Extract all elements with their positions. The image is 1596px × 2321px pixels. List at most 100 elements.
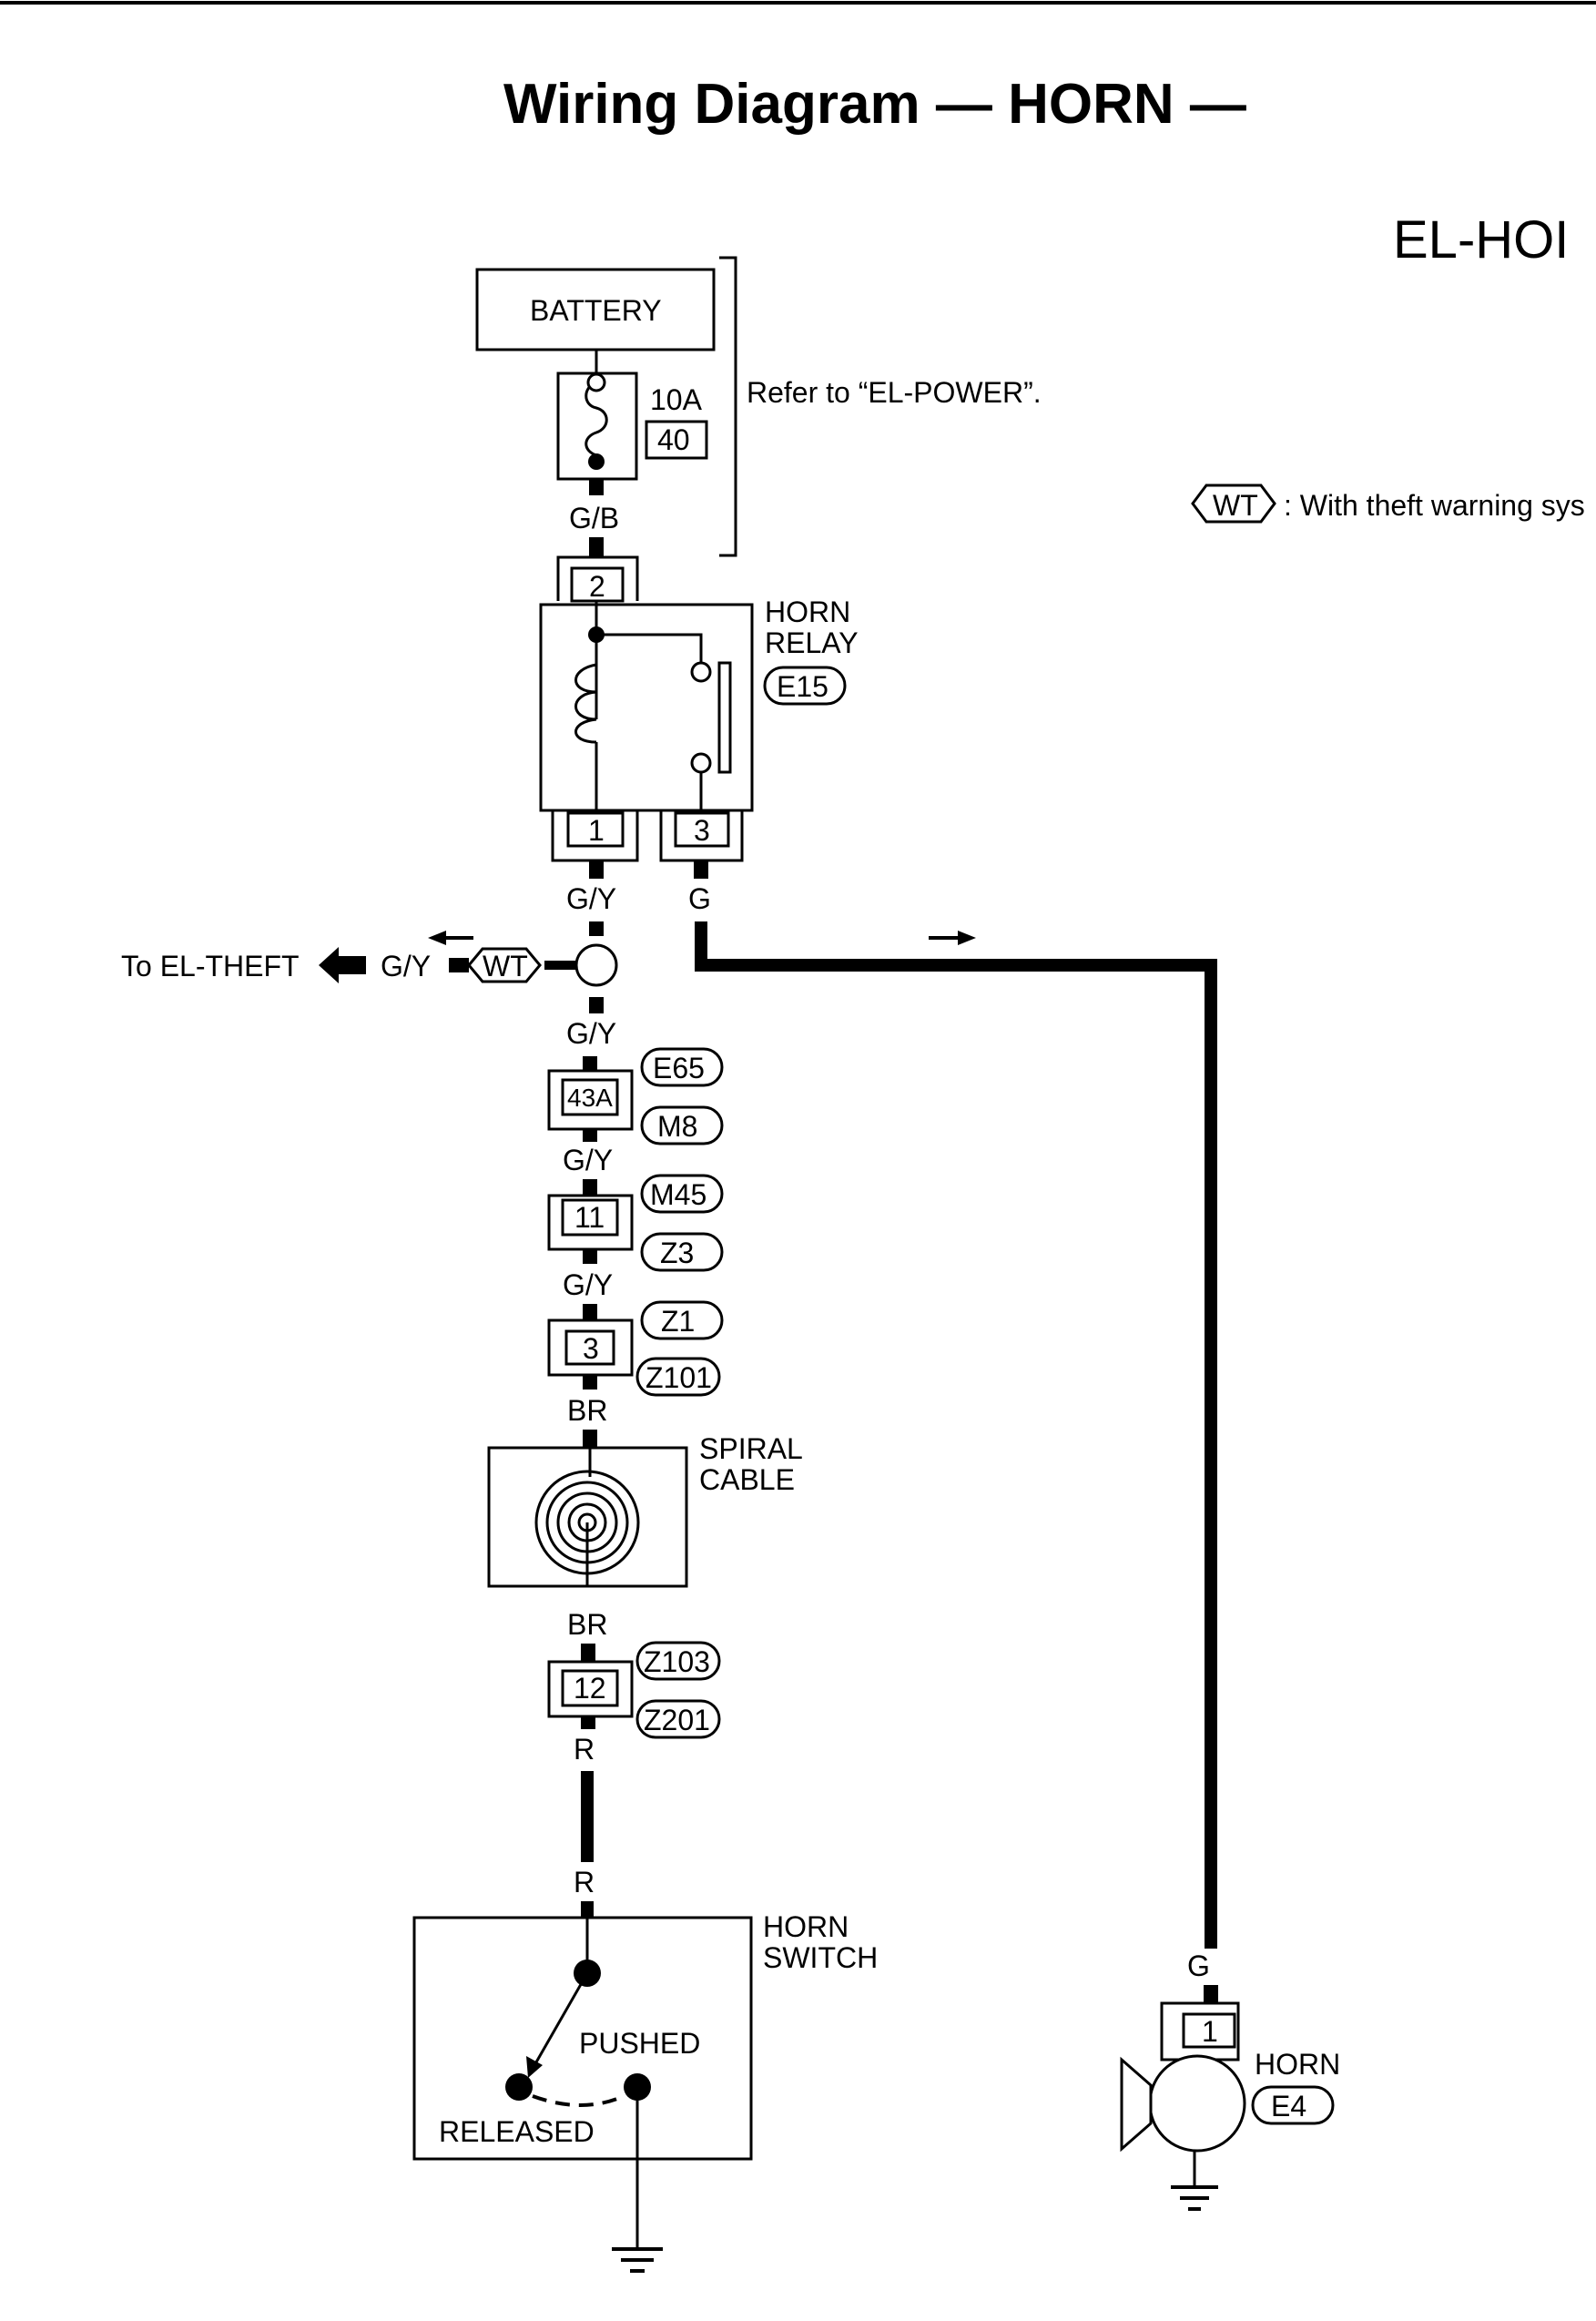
c3-pin-box bbox=[564, 1329, 615, 1366]
c2-pin-box bbox=[561, 1198, 619, 1237]
battery-label: BATTERY bbox=[530, 294, 662, 327]
terminal-relay-in bbox=[589, 537, 604, 557]
terminal-relay-pin3 bbox=[694, 860, 708, 879]
c2-upper: M45 bbox=[650, 1178, 707, 1211]
wt-theft-symbol-text: WT bbox=[483, 950, 528, 982]
wire-g-to-horn bbox=[695, 921, 1217, 1949]
ground-icon bbox=[612, 2247, 663, 2273]
relay-contact-top bbox=[690, 661, 712, 683]
c1-lower-oval bbox=[640, 1105, 724, 1145]
c2-pin: 11 bbox=[574, 1201, 605, 1234]
wire-label-gy4: G/Y bbox=[563, 1268, 613, 1301]
c3-upper-oval bbox=[640, 1300, 724, 1340]
relay-contact-bottom bbox=[690, 752, 712, 774]
page-title: Wiring Diagram — HORN — bbox=[503, 73, 1246, 136]
wt-theft-symbol bbox=[467, 947, 542, 983]
relay-pin-top: 2 bbox=[589, 570, 605, 603]
c2-upper-oval bbox=[640, 1174, 724, 1214]
fuse-number: 40 bbox=[657, 423, 690, 456]
terminal-relay-pin1 bbox=[589, 860, 604, 879]
wire-label-gb: G/B bbox=[569, 502, 619, 534]
relay-contact-wire bbox=[596, 633, 703, 665]
terminal-c1-top bbox=[583, 1056, 597, 1071]
theft-label: To EL-THEFT bbox=[121, 950, 300, 982]
c3-lower: Z101 bbox=[646, 1361, 712, 1394]
relay-coil-icon bbox=[574, 663, 597, 744]
legend-text: : With theft warning sys bbox=[1284, 489, 1585, 522]
fuse-rating: 10A bbox=[650, 383, 703, 416]
wire-label-br2: BR bbox=[567, 1608, 607, 1641]
fuse-terminal-top bbox=[586, 372, 606, 392]
terminal-c2-top bbox=[583, 1179, 597, 1196]
switch-lever-arrow bbox=[526, 2056, 543, 2078]
horn-relay-name-1: HORN bbox=[765, 596, 850, 628]
c4-pin-box bbox=[561, 1669, 619, 1707]
power-note: Refer to “EL-POWER”. bbox=[747, 376, 1042, 409]
c1-lower: M8 bbox=[657, 1110, 697, 1143]
c3-lower-oval bbox=[635, 1357, 721, 1397]
relay-pin-right-box bbox=[674, 811, 730, 848]
horn-connector-bracket-bottom bbox=[1160, 2026, 1240, 2061]
power-bracket bbox=[719, 256, 737, 557]
horn-pin-box bbox=[1182, 2012, 1236, 2049]
c1-pin: 43A bbox=[567, 1084, 613, 1112]
fuse-icon bbox=[585, 373, 608, 462]
terminal-switch-top bbox=[581, 1901, 594, 1918]
wire-label-r1: R bbox=[574, 1733, 595, 1766]
terminal-horn bbox=[1204, 1985, 1218, 2003]
wire-label-gy3: G/Y bbox=[563, 1144, 613, 1176]
fuse-number-box bbox=[645, 420, 708, 460]
horn-icon bbox=[1148, 2054, 1246, 2153]
horn-switch-pushed: PUSHED bbox=[579, 2027, 700, 2060]
relay-pin-left: 1 bbox=[588, 814, 605, 847]
terminal-splice-below bbox=[589, 997, 604, 1013]
terminal-c3-bottom bbox=[583, 1375, 597, 1390]
section-code: EL-HOI bbox=[1393, 210, 1569, 270]
c2-lower-oval bbox=[640, 1232, 724, 1272]
horn-bell-icon bbox=[1120, 2056, 1153, 2153]
horn-relay-connector: E15 bbox=[777, 670, 828, 703]
horn-connector-bracket bbox=[1160, 2001, 1240, 2040]
wire-label-br1: BR bbox=[567, 1394, 607, 1427]
c2-lower: Z3 bbox=[660, 1237, 694, 1269]
arrow-right-head bbox=[958, 931, 976, 945]
horn-switch-name-1: HORN bbox=[763, 1910, 849, 1943]
switch-lever bbox=[532, 1972, 589, 2068]
terminal-fuse bbox=[589, 479, 604, 495]
c3-upper: Z1 bbox=[661, 1305, 695, 1338]
relay-pin-left-box bbox=[566, 811, 625, 848]
terminal-c3-top bbox=[583, 1304, 597, 1320]
terminal-c1-bottom bbox=[583, 1129, 597, 1142]
relay-connector-top bbox=[556, 555, 639, 601]
legend: WT : With theft warning sys bbox=[1191, 484, 1585, 524]
wt-legend-symbol bbox=[1191, 484, 1276, 524]
wire-label-gy1: G/Y bbox=[566, 882, 616, 915]
wt-legend-symbol-text: WT bbox=[1213, 489, 1258, 522]
c4-upper-oval bbox=[635, 1641, 721, 1681]
horn-relay-connector-oval bbox=[763, 666, 847, 706]
relay-pin-right: 3 bbox=[694, 814, 710, 847]
horn-pin: 1 bbox=[1202, 2015, 1218, 2048]
arrow-left-icon bbox=[319, 947, 366, 983]
horn-connector-oval bbox=[1251, 2085, 1335, 2125]
horn-relay-name-2: RELAY bbox=[765, 626, 859, 659]
terminal-gy-upper bbox=[589, 921, 604, 936]
wire-label-g-horn: G bbox=[1187, 1949, 1210, 1982]
c3-pin: 3 bbox=[583, 1332, 599, 1365]
terminal-c2-bottom bbox=[583, 1249, 597, 1264]
terminal-c4-bottom bbox=[581, 1716, 595, 1729]
terminal-theft bbox=[449, 958, 469, 972]
c1-pin-box bbox=[561, 1078, 619, 1116]
horn-switch-name-2: SWITCH bbox=[763, 1941, 878, 1974]
c1-upper: E65 bbox=[653, 1052, 705, 1084]
wire-label-gy-theft: G/Y bbox=[381, 950, 431, 982]
horn-switch-released: RELEASED bbox=[439, 2115, 595, 2148]
relay-armature bbox=[717, 661, 732, 774]
c4-upper: Z103 bbox=[644, 1645, 710, 1678]
arrow-left-small-head bbox=[428, 931, 446, 945]
wire-label-gy2: G/Y bbox=[566, 1017, 616, 1050]
switch-travel-dashed bbox=[532, 2094, 625, 2107]
c1-upper-oval bbox=[640, 1047, 724, 1087]
horn-relay-box bbox=[539, 603, 754, 812]
